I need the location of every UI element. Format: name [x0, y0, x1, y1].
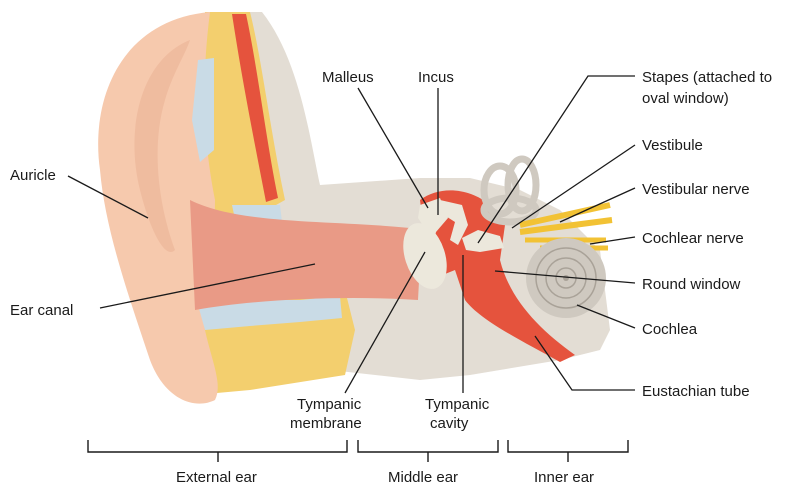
cartilage-upper [192, 58, 214, 162]
label-tympanic-cavity-line1: Tympanic [425, 396, 490, 413]
leader-ear-canal [99, 263, 316, 309]
label-cochlea: Cochlea [642, 321, 698, 338]
label-tympanic-cavity-line2: cavity [430, 415, 469, 432]
cartilage-lower [198, 296, 342, 330]
malleus-shape [418, 198, 448, 258]
bracket-middle-ear [357, 440, 499, 453]
ear-canal-shape [190, 200, 420, 310]
semicircular-canals [480, 155, 540, 226]
label-auricle: Auricle [10, 167, 56, 184]
bracket-inner-ear [507, 440, 629, 453]
leader-vestibular-nerve [559, 187, 636, 223]
cochlea-shape [526, 238, 606, 318]
region-brackets: External ear Middle ear Inner ear [87, 440, 629, 486]
label-ear-canal: Ear canal [10, 302, 73, 319]
region-label-external: External ear [176, 469, 257, 486]
leader-malleus [357, 87, 429, 209]
auricle-fold [134, 40, 190, 252]
leader-eustachian-tube [534, 335, 635, 391]
label-vestibule: Vestibule [642, 137, 703, 154]
bracket-external-ear [87, 440, 348, 453]
stapes-shape [462, 230, 504, 252]
region-label-inner: Inner ear [534, 469, 594, 486]
label-tympanic-membrane-line2: membrane [290, 415, 362, 432]
leader-round-window [494, 270, 636, 284]
muscle-strip [232, 14, 278, 202]
label-incus: Incus [418, 69, 454, 86]
label-vestibular-nerve: Vestibular nerve [642, 181, 750, 198]
label-stapes-line1: Stapes (attached to [642, 69, 772, 86]
label-cochlear-nerve: Cochlear nerve [642, 230, 744, 247]
leader-cochlea [576, 304, 636, 329]
label-tympanic-membrane-line1: Tympanic [297, 396, 362, 413]
label-eustachian-tube: Eustachian tube [642, 383, 750, 400]
incus-shape [440, 200, 468, 245]
labels: Malleus Incus Stapes (attached to oval w… [10, 69, 772, 432]
leader-cochlear-nerve [589, 236, 636, 245]
leader-auricle [67, 175, 149, 219]
anatomy-illustration [98, 12, 613, 404]
leader-stapes [477, 75, 635, 244]
leader-tympanic-membrane [344, 251, 426, 394]
label-round-window: Round window [642, 276, 741, 293]
region-label-middle: Middle ear [388, 469, 458, 486]
label-stapes-line2: oval window) [642, 90, 729, 107]
leader-vestibule [511, 144, 636, 229]
label-malleus: Malleus [322, 69, 374, 86]
leader-lines [67, 75, 636, 394]
